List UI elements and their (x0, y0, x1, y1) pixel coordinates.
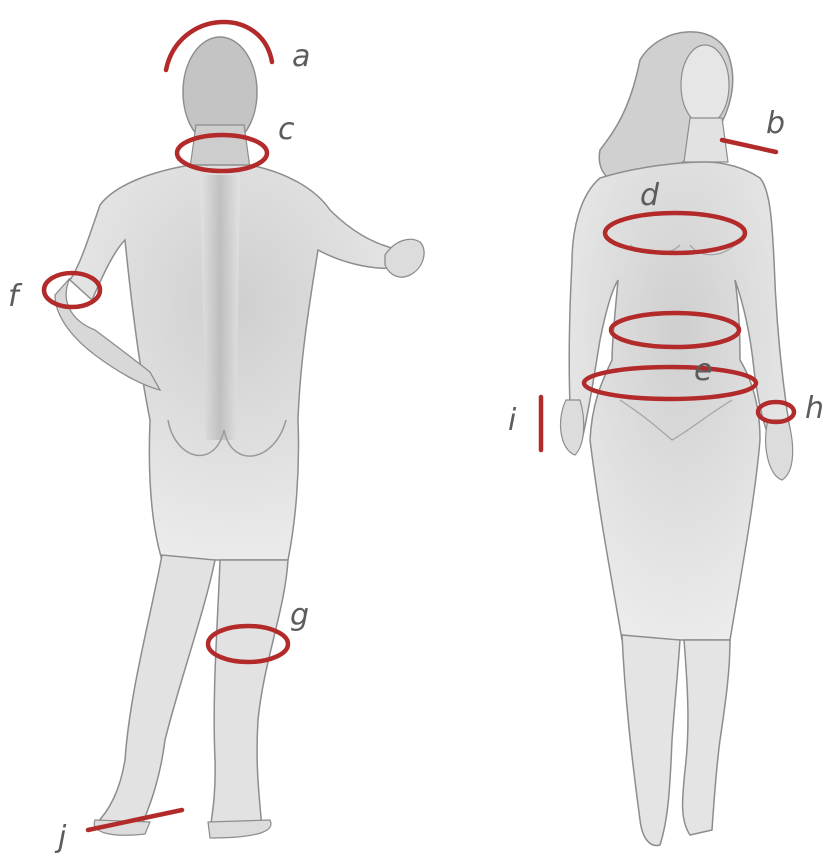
male-figure-back-view (55, 37, 424, 838)
female-right-leg (683, 640, 730, 835)
label-j: j (54, 820, 67, 855)
label-f: f (8, 279, 23, 314)
male-right-foot (208, 820, 271, 838)
label-e: e (694, 353, 712, 388)
male-neck (190, 125, 250, 168)
label-h: h (805, 391, 824, 426)
label-b: b (766, 106, 785, 141)
label-i: i (508, 403, 517, 438)
female-face (681, 45, 729, 125)
label-a: a (292, 39, 310, 74)
label-d: d (640, 178, 660, 213)
label-g: g (290, 598, 309, 633)
male-spine-shading (200, 175, 240, 440)
male-raised-hand (385, 239, 424, 277)
female-left-hand (560, 400, 583, 455)
male-right-leg (210, 560, 288, 830)
female-right-hand (766, 420, 793, 480)
female-figure-front-view (560, 32, 792, 846)
marker-b-shoulder-line (722, 140, 776, 152)
female-left-leg (622, 635, 680, 846)
male-left-leg (95, 555, 215, 830)
label-c: c (278, 112, 295, 147)
